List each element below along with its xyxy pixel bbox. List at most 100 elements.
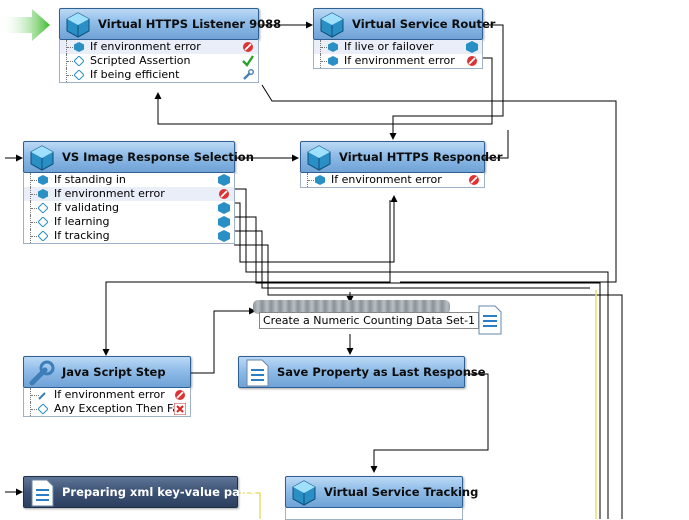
node-title: Java Script Step: [62, 365, 166, 379]
node-header[interactable]: Preparing xml key-value pairs: [23, 476, 256, 508]
diamond-icon: [74, 70, 84, 80]
error-stop-icon: [219, 189, 229, 199]
cube-small-icon: [328, 56, 338, 66]
diamond-icon: [38, 231, 48, 241]
assertion-list: If environment error: [300, 173, 485, 188]
diamond-icon: [38, 404, 48, 414]
node-header[interactable]: Java Script Step: [23, 356, 191, 388]
wire-env-error: [234, 195, 398, 263]
assertion-label: If environment error: [331, 173, 442, 186]
assertion-label: Any Exception Then Fail: [54, 402, 186, 415]
assertion-list: If environment error Any Exception Then …: [23, 388, 191, 417]
error-stop-icon: [243, 42, 253, 52]
node-header[interactable]: Save Property as Last Response: [238, 356, 486, 388]
document-icon[interactable]: [478, 305, 502, 335]
node-header[interactable]: VS Image Response Selection: [23, 141, 254, 173]
document-icon: [246, 359, 269, 387]
wire-selection-java: [102, 200, 391, 356]
diamond-icon: [74, 56, 84, 66]
assertion-row[interactable]: If standing in: [24, 173, 234, 187]
assertion-label: If environment error: [344, 54, 455, 67]
start-arrow: [0, 9, 50, 41]
node-title: Save Property as Last Response: [277, 365, 486, 379]
cube-icon: [307, 145, 331, 171]
cube-small-icon: [218, 216, 230, 228]
cube-small-icon: [38, 175, 48, 185]
wire-router-selection: [154, 57, 493, 125]
wire-save-tracking: [370, 373, 489, 473]
node-title: Preparing xml key-value pairs: [62, 485, 257, 499]
assertion-label: If being efficient: [90, 68, 180, 81]
node-header[interactable]: Virtual Service Router: [313, 8, 495, 40]
fail-x-icon: [174, 403, 186, 415]
assertion-row[interactable]: If environment error: [60, 40, 258, 54]
assertion-row[interactable]: If tracking: [24, 229, 234, 243]
assertion-list: If environment error Scripted Assertion …: [59, 40, 259, 83]
wire-java-dataset: [190, 307, 256, 374]
assertion-label: If environment error: [54, 388, 165, 401]
assertion-row[interactable]: If environment error: [24, 388, 190, 402]
node-title: Virtual HTTPS Responder: [339, 150, 503, 164]
cube-small-icon: [74, 42, 84, 52]
cube-small-icon: [218, 202, 230, 214]
error-stop-icon: [467, 56, 477, 66]
assertion-list: If live or failover If environment error: [313, 40, 483, 69]
wire-standing-in: [234, 188, 609, 519]
cube-icon: [30, 145, 54, 171]
assertion-label: If validating: [54, 201, 120, 214]
wire-validating: [234, 216, 601, 519]
error-stop-icon: [175, 390, 185, 400]
assertion-label: If tracking: [54, 229, 110, 242]
dataset-label: Create a Numeric Counting Data Set-1: [259, 312, 480, 329]
assertion-label: If environment error: [90, 40, 201, 53]
assertion-row[interactable]: If live or failover: [314, 40, 482, 54]
assertion-row[interactable]: If validating: [24, 201, 234, 215]
wrench-icon: [243, 69, 254, 80]
assertion-row[interactable]: If environment error: [24, 187, 234, 201]
cube-small-icon: [315, 175, 325, 185]
assertion-row[interactable]: If environment error: [314, 54, 482, 68]
node-header[interactable]: Virtual HTTPS Listener 9088: [59, 8, 281, 40]
wire-tracking: [234, 244, 623, 519]
assertion-label: If live or failover: [344, 40, 434, 53]
assertion-row[interactable]: If environment error: [301, 173, 484, 187]
assertion-row[interactable]: If learning: [24, 215, 234, 229]
assertion-label: If learning: [54, 215, 110, 228]
assertion-list: [285, 508, 463, 520]
wire-listener-selection: [261, 84, 617, 283]
wrench-icon: [29, 360, 55, 386]
assertion-list: If standing in If environment error If v…: [23, 173, 235, 244]
error-stop-icon: [469, 175, 479, 185]
dataset-icon: [253, 300, 450, 314]
cube-icon: [66, 12, 90, 38]
node-header[interactable]: Virtual Service Tracking: [285, 476, 478, 508]
checkmark-icon: [242, 55, 254, 67]
wrench-small-icon: [38, 392, 46, 400]
assertion-row[interactable]: If being efficient: [60, 68, 258, 82]
node-title: Virtual Service Tracking: [324, 485, 479, 499]
diamond-icon: [38, 217, 48, 227]
wire-learning: [234, 230, 590, 289]
assertion-row[interactable]: Any Exception Then Fail: [24, 402, 190, 416]
cube-small-icon: [466, 41, 478, 53]
document-icon: [31, 479, 54, 507]
cube-small-icon: [218, 230, 230, 242]
node-title: VS Image Response Selection: [62, 150, 254, 164]
assertion-row[interactable]: Scripted Assertion: [60, 54, 258, 68]
node-title: Virtual HTTPS Listener 9088: [98, 17, 282, 31]
cube-icon: [292, 480, 316, 506]
dataset-create-numeric-counting[interactable]: Create a Numeric Counting Data Set-1: [253, 300, 480, 334]
diamond-icon: [38, 203, 48, 213]
cube-small-icon: [38, 189, 48, 199]
assertion-label: If standing in: [54, 173, 126, 186]
cube-small-icon: [218, 174, 230, 186]
wire-responder-loop: [484, 130, 509, 159]
node-title: Virtual Service Router: [352, 17, 496, 31]
node-header[interactable]: Virtual HTTPS Responder: [300, 141, 503, 173]
assertion-label: If environment error: [54, 187, 165, 200]
cube-icon: [320, 12, 344, 38]
cube-small-icon: [328, 42, 338, 52]
highlight-wires: [238, 290, 597, 519]
assertion-label: Scripted Assertion: [90, 54, 191, 67]
